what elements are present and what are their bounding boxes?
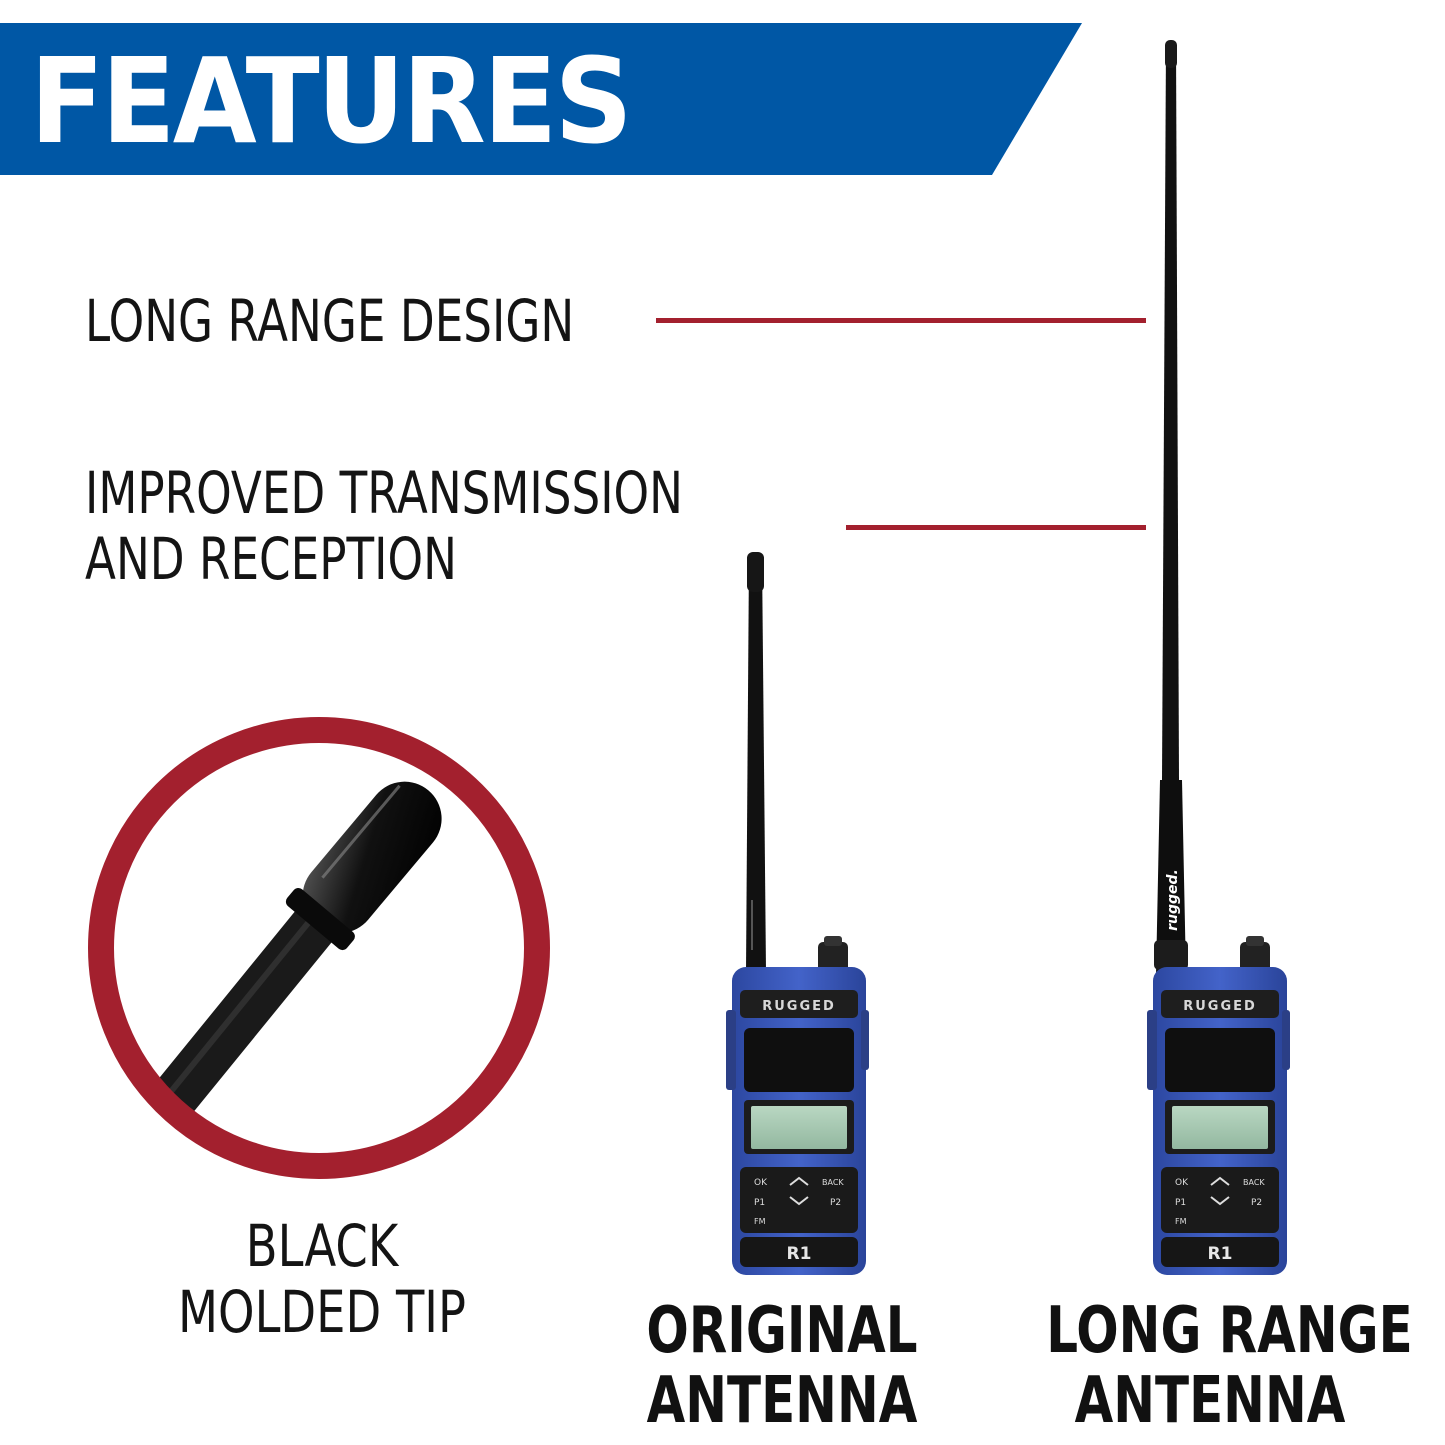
- radio-model: R1: [1208, 1244, 1233, 1264]
- key-ok: OK: [754, 1178, 768, 1188]
- radio-keypad: [740, 1167, 858, 1233]
- banner-shape: [0, 23, 1082, 175]
- inset-caption-line-1: BLACK: [245, 1212, 399, 1280]
- antenna-brand-text: rugged.: [1165, 869, 1181, 931]
- key-p2: P2: [830, 1198, 841, 1208]
- down-arrow-icon: [789, 1196, 809, 1206]
- up-arrow-icon: [1210, 1176, 1230, 1186]
- feature-long-range-design: LONG RANGE DESIGN: [85, 287, 575, 355]
- inset-caption: BLACK MOLDED TIP: [162, 1213, 482, 1345]
- inset-ring: [88, 717, 550, 1179]
- radio-display: [751, 1106, 847, 1149]
- key-fm: FM: [754, 1217, 766, 1226]
- original-antenna: [746, 552, 766, 972]
- original-caption-line-2: ANTENNA: [646, 1364, 918, 1438]
- leader-line-1: [656, 318, 1146, 323]
- antenna-whip-closeup: [101, 859, 373, 1166]
- key-p1: P1: [754, 1198, 765, 1208]
- long-range-caption-line-2: ANTENNA: [1074, 1364, 1346, 1438]
- up-arrow-icon: [789, 1176, 809, 1186]
- key-back: BACK: [822, 1178, 844, 1187]
- long-range-radio: RUGGED OK BACK P1 P2 FM R1: [1147, 936, 1290, 1275]
- long-range-caption-line-1: LONG RANGE: [1046, 1294, 1413, 1368]
- key-fm: FM: [1175, 1217, 1187, 1226]
- feature-line-1: IMPROVED TRANSMISSION: [85, 459, 684, 527]
- key-back: BACK: [1243, 1178, 1265, 1187]
- key-ok: OK: [1175, 1178, 1189, 1188]
- long-range-antenna-caption: LONG RANGE ANTENNA: [1046, 1294, 1413, 1438]
- feature-improved-transmission: IMPROVED TRANSMISSION AND RECEPTION: [85, 460, 683, 592]
- radio-brand: RUGGED: [1183, 999, 1257, 1014]
- radio-display: [1172, 1106, 1268, 1149]
- antenna-cap-closeup: [285, 781, 442, 951]
- original-radio: RUGGED OK BACK P1 P2 FM R1: [726, 936, 869, 1275]
- radio-brand: RUGGED: [762, 999, 836, 1014]
- banner-title: FEATURES: [30, 32, 633, 170]
- molded-tip-inset: [88, 717, 550, 1179]
- key-p1: P1: [1175, 1198, 1186, 1208]
- inset-caption-line-2: MOLDED TIP: [178, 1278, 466, 1346]
- radio-keypad: [1161, 1167, 1279, 1233]
- leader-line-2: [846, 525, 1146, 530]
- long-range-antenna: [1154, 40, 1188, 975]
- features-banner: FEATURES: [0, 23, 1085, 175]
- original-caption-line-1: ORIGINAL: [646, 1294, 918, 1368]
- down-arrow-icon: [1210, 1196, 1230, 1206]
- original-antenna-caption: ORIGINAL ANTENNA: [634, 1296, 930, 1436]
- feature-line-2: AND RECEPTION: [85, 525, 457, 593]
- radio-model: R1: [787, 1244, 812, 1264]
- key-p2: P2: [1251, 1198, 1262, 1208]
